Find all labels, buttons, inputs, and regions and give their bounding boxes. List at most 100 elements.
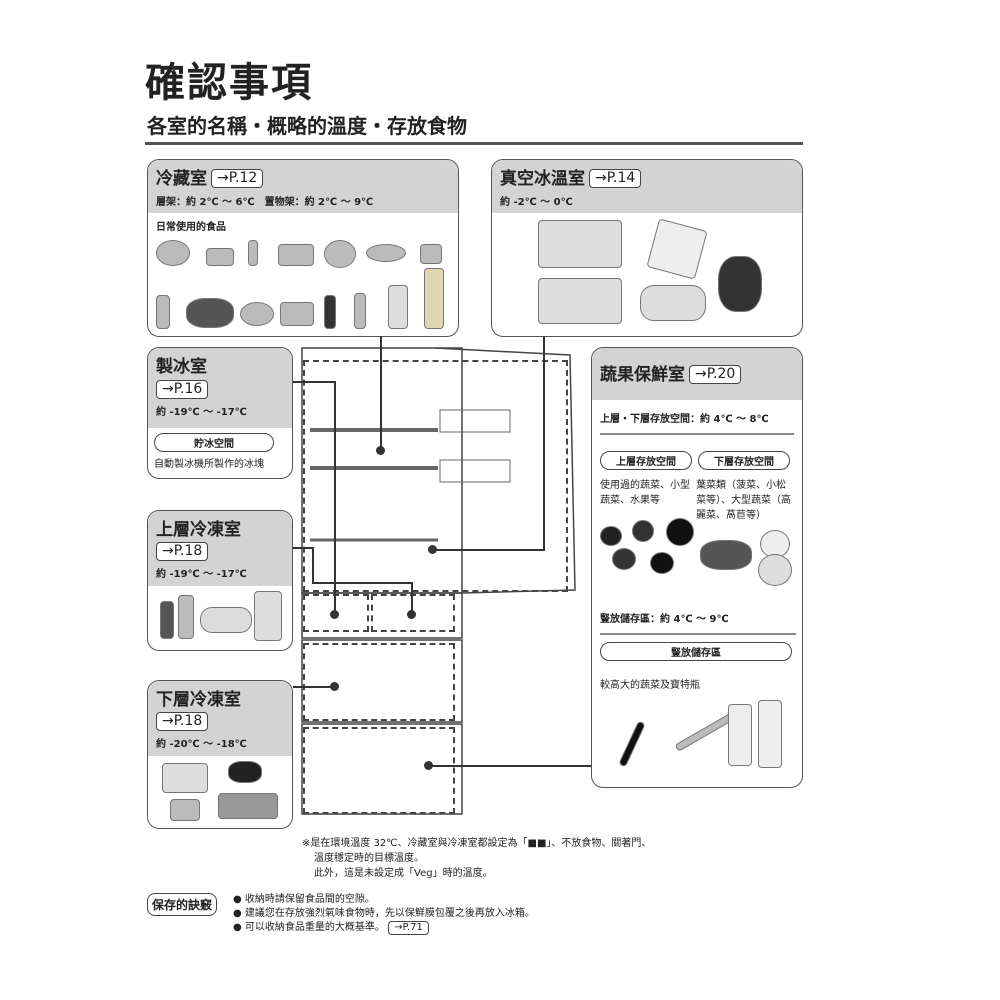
tip-text: 建議您在存放強烈氣味食物時，先以保鮮膜包覆之後再放入冰箱。 [244,908,535,919]
temperature-notes: ※是在環境溫度 32℃、冷藏室與冷凍室都設定為「■■」、不放食物、關著門、 溫度… [302,836,651,881]
compartment-name: 製冰室 [156,357,207,377]
food-image [612,548,636,570]
page-subtitle: 各室的名稱・概略的溫度・存放食物 [147,114,467,138]
lower-storage-pill: 下層存放空間 [698,451,790,470]
food-image [178,595,194,639]
leader-line [411,582,413,612]
food-image [424,268,444,329]
food-image [280,302,314,326]
page-link[interactable]: →P.18 [156,712,209,731]
food-image [354,293,366,329]
leader-dot [424,761,433,770]
food-image [218,793,278,819]
compartment-name: 冷藏室 [156,169,207,189]
food-image [718,256,762,312]
food-image [758,700,782,768]
leader-line [433,549,545,551]
ice-compartment-box: 製冰室 →P.16 約 -19℃ ～ -17℃ 貯冰空間 自動製冰機所製作的冰塊 [147,347,293,479]
upper-freezer-box: 上層冷凍室 →P.18 約 -19℃ ～ -17℃ [147,510,293,651]
page-link[interactable]: →P.71 [388,921,429,935]
food-image [366,244,406,262]
food-image [254,591,282,641]
tip-item: ● 建議您在存放強烈氣味食物時，先以保鮮膜包覆之後再放入冰箱。 [233,908,535,919]
food-image [538,278,622,324]
note-line: 溫度穩定時的目標溫度。 [314,853,424,864]
veg-zone-outline [303,727,455,814]
leader-line [543,336,545,550]
temperature: 約 -19℃ ～ -17℃ [156,569,247,580]
leader-line [312,582,412,584]
leader-dot [330,610,339,619]
food-image [160,601,174,639]
vertical-desc: 較高大的蔬菜及寶特瓶 [600,680,700,691]
food-image [632,520,654,542]
leader-line [293,381,335,383]
food-image [600,526,622,546]
divider [145,142,803,145]
compartment-name: 下層冷凍室 [156,690,241,710]
food-image [240,302,274,326]
page-title: 確認事項 [145,60,313,106]
tip-text: 收納時請保留食品間的空隙。 [244,894,375,905]
food-image [388,285,408,329]
food-label: 日常使用的食品 [156,222,226,233]
food-image [420,244,442,264]
food-image [156,240,190,266]
food-image [538,220,622,268]
food-image [162,763,208,793]
page-link[interactable]: →P.16 [156,380,209,399]
food-image [248,240,258,266]
leader-line [334,381,336,613]
ice-zone-outline [303,594,369,632]
food-image [666,518,694,546]
compartment-name: 蔬果保鮮室 [600,365,685,385]
upper-storage-pill: 上層存放空間 [600,451,692,470]
food-image [278,244,314,266]
lower-freezer-zone-outline [303,643,455,721]
food-image [728,704,752,766]
leader-dot [330,682,339,691]
page-link[interactable]: →P.12 [211,169,264,188]
temperature: 層架：約 2℃ ～ 6℃ 置物架：約 2℃ ～ 9℃ [156,197,374,208]
compartment-name: 上層冷凍室 [156,520,241,540]
lower-desc: 葉菜類（菠菜、小松菜等）、大型蔬菜（高麗菜、萵苣等） [696,480,792,521]
page-link[interactable]: →P.18 [156,542,209,561]
food-image [618,720,646,768]
food-image [228,761,262,783]
food-image [650,552,674,574]
food-image [674,712,736,752]
upper-desc: 使用過的蔬菜、小型蔬菜、水果等 [600,480,690,506]
fridge-zone-outline [303,360,568,592]
temperature: 約 -19℃ ～ -17℃ [156,407,247,418]
food-image [760,530,790,558]
leader-line [380,336,382,450]
upper-freezer-zone-outline [371,594,455,632]
leader-line [312,547,314,583]
refrigerator-diagram [301,347,576,815]
ice-desc: 自動製冰機所製作的冰塊 [154,459,264,470]
leader-dot [407,610,416,619]
food-image [640,285,706,321]
fridge-compartment-box: 冷藏室→P.12 層架：約 2℃ ～ 6℃ 置物架：約 2℃ ～ 9℃ 日常使用… [147,159,459,337]
food-image [324,240,356,268]
food-image [170,799,200,821]
leader-line [293,686,333,688]
lower-freezer-box: 下層冷凍室 →P.18 約 -20℃ ～ -18℃ [147,680,293,829]
tip-text: 可以收納食品重量的大概基準。 [244,922,385,933]
note-line: 此外，這是未設定成「Veg」時的溫度。 [314,868,493,879]
ice-storage-pill: 貯冰空間 [154,433,274,452]
tip-item: ● 收納時請保留食品間的空隙。 [233,894,375,905]
tips-list: ● 收納時請保留食品間的空隙。 ● 建議您在存放強烈氣味食物時，先以保鮮膜包覆之… [233,893,535,935]
food-image [700,540,752,570]
temperature: 上層・下層存放空間：約 4℃ ～ 8℃ [600,410,794,435]
temperature: 約 -2℃ ～ 0℃ [500,197,573,208]
vegetable-compartment-box: 蔬果保鮮室→P.20 上層・下層存放空間：約 4℃ ～ 8℃ 上層存放空間 下層… [591,347,803,788]
food-image [324,295,336,329]
leader-line [428,765,591,767]
food-image [200,607,252,633]
page-link[interactable]: →P.14 [589,169,642,188]
page-link[interactable]: →P.20 [689,365,742,384]
note-line: ※是在環境溫度 32℃、冷藏室與冷凍室都設定為「■■」、不放食物、關著門、 [302,838,652,849]
vertical-temperature: 豎放儲存區：約 4℃ ～ 9℃ [600,610,796,635]
compartment-name: 真空冰溫室 [500,169,585,189]
